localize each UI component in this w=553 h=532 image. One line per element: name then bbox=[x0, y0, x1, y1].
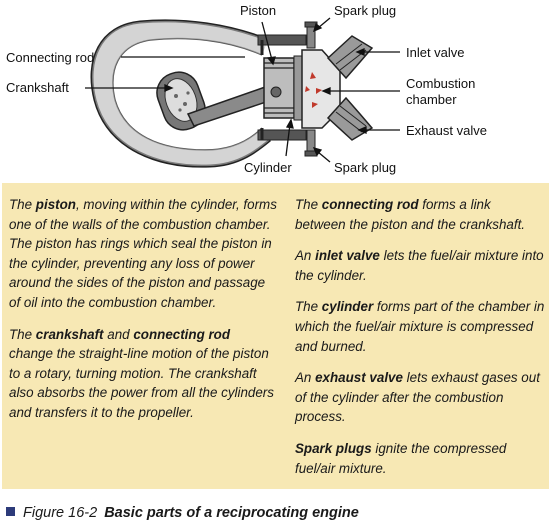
text-run: and bbox=[103, 326, 134, 342]
piston-part bbox=[263, 55, 303, 121]
text-run: forms part of the chamber in which the f… bbox=[295, 299, 545, 354]
text-run: lets the fuel/air mixture into the cylin… bbox=[295, 248, 544, 283]
spark-plug-top-part bbox=[304, 21, 318, 49]
term-bold: cylinder bbox=[321, 299, 374, 315]
term-bold: connecting rod bbox=[133, 326, 231, 342]
figure-title: Basic parts of a reciprocating engine bbox=[104, 505, 359, 521]
description-paragraph: The cylinder forms part of the chamber i… bbox=[295, 297, 545, 356]
label-spark-plug-bottom: Spark plug bbox=[334, 160, 396, 175]
description-paragraph: Spark plugs ignite the compressed fuel/a… bbox=[295, 439, 545, 478]
description-paragraph: The connecting rod forms a link between … bbox=[295, 195, 545, 234]
text-run: An bbox=[295, 248, 316, 264]
description-paragraph: An exhaust valve lets exhaust gases out … bbox=[295, 368, 545, 427]
figure-number: Figure 16-2 bbox=[23, 505, 98, 521]
text-run: The bbox=[9, 326, 36, 342]
combustion-chamber-part bbox=[301, 49, 341, 129]
term-bold: piston bbox=[35, 197, 76, 212]
label-crankshaft: Crankshaft bbox=[6, 80, 69, 95]
label-inlet-valve: Inlet valve bbox=[406, 45, 465, 60]
description-paragraph: An inlet valve lets the fuel/air mixture… bbox=[295, 246, 545, 285]
text-run: The bbox=[295, 299, 322, 315]
cylinder-part bbox=[257, 34, 307, 141]
description-paragraph: The crankshaft and connecting rod change… bbox=[9, 325, 277, 423]
label-chamber: chamber bbox=[406, 92, 457, 107]
description-box: The piston, moving within the cylinder, … bbox=[2, 183, 549, 489]
term-bold: connecting rod bbox=[321, 197, 419, 212]
text-run: forms a link between the piston and the … bbox=[295, 197, 526, 232]
label-piston: Piston bbox=[240, 3, 276, 18]
label-connecting-rod: Connecting rod bbox=[6, 50, 94, 65]
description-right-column: The connecting rod forms a link between … bbox=[295, 195, 545, 490]
crankshaft-part bbox=[156, 71, 206, 131]
description-left-column: The piston, moving within the cylinder, … bbox=[9, 195, 277, 435]
term-bold: exhaust valve bbox=[315, 370, 403, 386]
text-run: The bbox=[295, 197, 322, 212]
text-run: An bbox=[295, 370, 316, 386]
text-run: ignite the compressed fuel/air mixture. bbox=[295, 440, 507, 476]
term-bold: inlet valve bbox=[315, 248, 380, 264]
text-run: lets exhaust gases out of the cylinder a… bbox=[295, 370, 540, 425]
label-cylinder: Cylinder bbox=[244, 160, 292, 175]
text-run: , moving within the cylinder, forms one … bbox=[9, 197, 277, 310]
term-bold: crankshaft bbox=[35, 326, 104, 342]
term-bold: Spark plugs bbox=[295, 440, 372, 456]
figure-caption: Figure 16-2 Basic parts of a reciprocati… bbox=[6, 505, 551, 527]
description-paragraph: The piston, moving within the cylinder, … bbox=[9, 195, 277, 313]
text-run: change the straight-line motion of the p… bbox=[9, 346, 274, 420]
label-exhaust-valve: Exhaust valve bbox=[406, 123, 487, 138]
caption-bullet-square bbox=[6, 507, 15, 516]
label-spark-plug-top: Spark plug bbox=[334, 3, 396, 18]
text-run: The bbox=[9, 197, 36, 212]
label-combustion: Combustion bbox=[406, 76, 475, 91]
engine-diagram: Piston Spark plug Connecting rod Cranksh… bbox=[6, 3, 487, 175]
